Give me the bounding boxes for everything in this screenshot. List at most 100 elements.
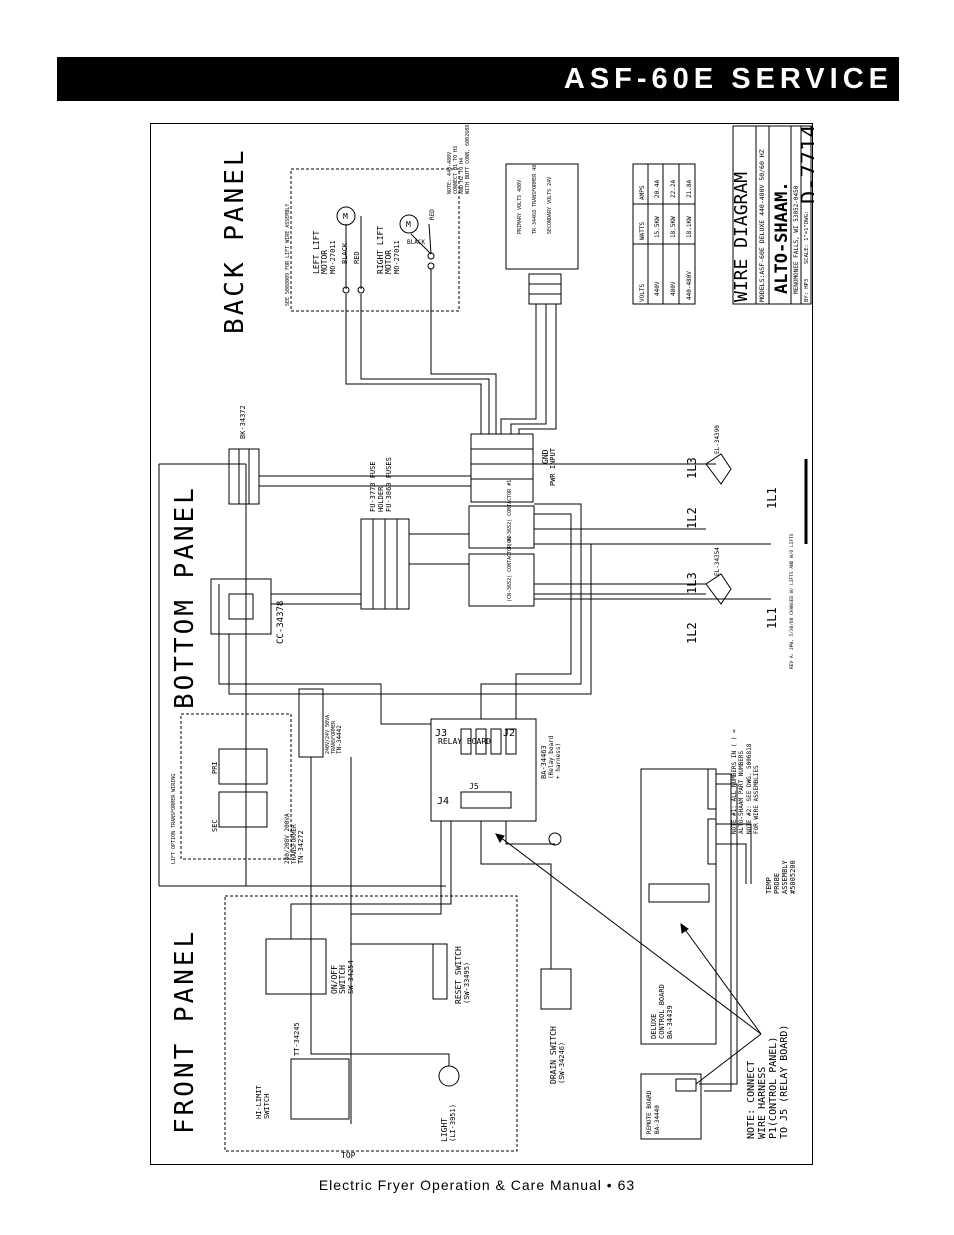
temp-probe-4: #5005200	[789, 860, 797, 894]
onoff-label-2: SWITCH	[338, 965, 347, 994]
wire-runs	[218, 269, 771, 1124]
table-cell: 18.5KW	[670, 216, 677, 238]
contactor-2-label: (CN-3652) CONTACTOR #2	[507, 536, 513, 602]
power-input-block	[470, 433, 534, 503]
light-label-2: (LI-3951)	[449, 1104, 457, 1142]
hilimit-label-1: HI-LIMIT	[255, 1084, 263, 1119]
title-block-models: MODELS:ASF-60E DELUXE 440-480V 50/60 HZ	[758, 149, 766, 302]
fuse-label-2: HOLDER	[377, 486, 385, 512]
table-cell: 20.4A	[654, 180, 661, 198]
note-2a: NOTE #2: SEE DWG. 5006818	[746, 743, 753, 834]
light-icon	[438, 1065, 460, 1087]
transformer-sec	[218, 791, 268, 828]
bk-label: BK-34372	[239, 405, 247, 439]
transformer-note-2: CONNECT H1 TO H3	[453, 146, 459, 194]
pri-label: PRI	[211, 761, 219, 774]
wire-diagram: WIRE DIAGRAM MODELS:ASF-60E DELUXE 440-4…	[158, 125, 823, 1160]
note-2b: FOR WIRE ASSEMBLIES	[753, 765, 760, 834]
element-1-part: EL-34390	[714, 425, 721, 454]
tn1-label-3: TN-34272	[297, 830, 305, 864]
transformer-note-4: WITH BUTT CONN. 6002608	[465, 125, 471, 194]
brand-logo: ALTO-SHAAM.	[772, 181, 792, 294]
revision-note: REV A: JPW, 5/30/08 CHANGED W/ LIFTS AND…	[789, 533, 795, 669]
j3-label: J3	[435, 728, 447, 739]
left-motor-label-3: MO-27011	[329, 240, 337, 274]
tn1-label-1: 240/208V 200VA	[284, 813, 291, 864]
contactor-1-label: (CN-3652) CONTACTOR #1	[507, 480, 513, 546]
front-panel-label: FRONT PANEL	[170, 929, 200, 1134]
bk-34372-terminal	[228, 448, 260, 505]
connect-note-4: TO J5 (RELAY BOARD)	[779, 1025, 790, 1139]
table-cell: 18.1KW	[686, 216, 693, 238]
temp-probe-1: TEMP	[765, 877, 773, 894]
element-2-l2: 1L2	[685, 622, 699, 644]
lift-option-label: LIFT OPTION TRANSFORMER WIRING	[171, 774, 177, 864]
temp-probe-3: ASSEMBLY	[781, 859, 789, 894]
svg-text:M: M	[406, 220, 411, 229]
sec-label: SEC	[211, 819, 219, 832]
element-2-l3: 1L3	[685, 572, 699, 594]
back-panel-label: BACK PANEL	[220, 147, 250, 334]
drawing-number: D-7714	[798, 125, 814, 204]
onoff-label-1: ON/OFF	[330, 965, 339, 994]
deluxe-label-1: DELUXE	[650, 1014, 658, 1039]
cc-34378	[210, 578, 272, 635]
element-2-l1: 1L1	[765, 607, 779, 629]
table-header-watts: WATTS	[639, 222, 646, 240]
header-bar: ASF-60E SERVICE	[57, 57, 899, 101]
top-label: TOP	[341, 1151, 356, 1160]
right-motor-label: RIGHT LIFT	[376, 226, 385, 274]
element-1-l1: 1L1	[765, 487, 779, 509]
table-cell: 440-480V	[686, 271, 693, 300]
title-block-by: BY: HP3	[804, 279, 810, 302]
gnd-label: GND	[541, 449, 550, 464]
lift-wire-note: SEE 5008009 FOR LIFT WIRE ASSEMBLY	[285, 204, 291, 306]
callout-arrows	[495, 833, 762, 1085]
element-2-part: EL-34354	[714, 547, 721, 576]
light-label-1: LIGHT	[440, 1118, 449, 1142]
heating-element-2	[705, 573, 732, 605]
lift-option-box	[180, 713, 292, 860]
tn2-label-2: TRANSFORMER	[331, 720, 337, 754]
tn2-label-1: 240V/24V 50VA	[325, 715, 331, 754]
transformer-note-3: AND H2 TO H4	[459, 158, 465, 194]
remote-label-1: REMOTE BOARD	[646, 1090, 653, 1134]
front-panel-box	[224, 895, 518, 1152]
right-motor-label-2: MOTOR	[384, 250, 393, 274]
tn1-label-2: TRANSFORMER	[291, 824, 298, 864]
remote-label-2: BA-34440	[654, 1105, 661, 1134]
connect-note-2: WIRE HARNESS	[757, 1067, 768, 1139]
table-cell: 15.5KW	[654, 216, 661, 238]
table-cell: 480V	[670, 281, 677, 296]
tn2-label-3: TN-34442	[336, 725, 343, 754]
contactor-1	[468, 505, 535, 549]
j5-label: J5	[469, 782, 479, 791]
tt-label: TT-34245	[293, 1022, 301, 1056]
contactor-2	[468, 553, 535, 607]
right-motor-label-3: MO-27011	[393, 240, 401, 274]
remote-board	[640, 1073, 702, 1140]
table-cell: 21.8A	[686, 180, 693, 198]
j4-label: J4	[437, 796, 449, 807]
table-header-volts: VOLTS	[639, 284, 646, 302]
deluxe-label-3: BA-34439	[666, 1005, 674, 1039]
transformer-part: TR-34468 TRANSFORMER 48	[532, 165, 538, 234]
buzzer-icon	[548, 832, 562, 846]
pwr-input-label: PWR INPUT	[549, 447, 557, 486]
on-off-switch	[265, 938, 327, 995]
title-block-scale: SCALE: 1"=1"	[804, 224, 810, 264]
note-1b: ALTO-SHAAM PART NUMBERS	[738, 751, 745, 834]
connect-note-3: P1(CONTROL PANEL)	[768, 1037, 779, 1139]
drain-switch	[540, 968, 572, 1010]
fuse-label-1: FU-3773 FUSE	[369, 461, 377, 512]
svg-text:M: M	[343, 212, 348, 221]
table-header-amps: AMPS	[639, 185, 646, 200]
transformer-48	[505, 163, 579, 270]
transformer-tn34442	[298, 688, 324, 758]
fuse-label-3: FU-3860 FUSES	[385, 457, 393, 512]
cc-label: CC-34378	[276, 601, 286, 644]
page-footer: Electric Fryer Operation & Care Manual •…	[318, 1177, 636, 1193]
left-motor-label: LEFT LIFT	[312, 230, 321, 274]
terminal-block	[528, 273, 562, 305]
relay-part-2: (Relay board	[548, 735, 555, 779]
